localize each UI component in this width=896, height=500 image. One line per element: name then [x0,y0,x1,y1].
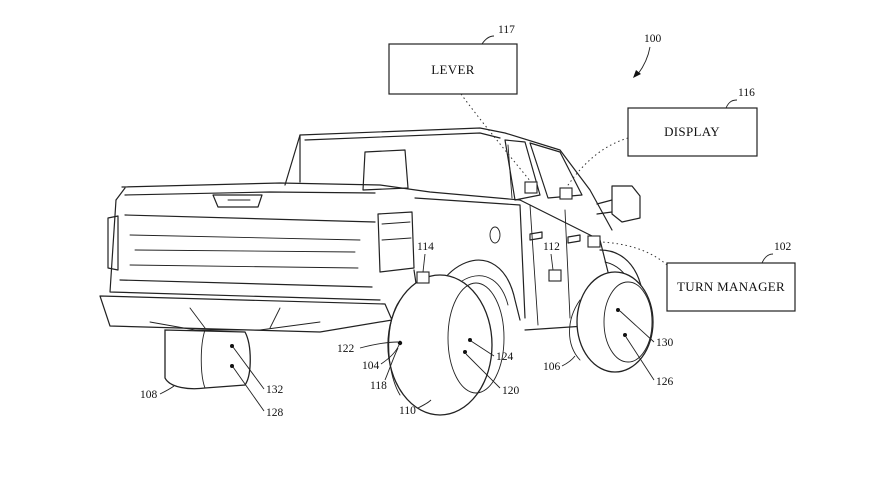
sensor-114 [416,271,430,284]
ref-118: 118 [370,380,387,392]
rear-left-wheel [164,329,251,390]
reference-numerals: 114 112 122 104 118 124 120 110 106 130 … [140,241,674,419]
sensor-dot-126 [623,333,627,337]
ref-110: 110 [399,405,416,417]
figure-reference: 100 [633,33,662,78]
ref-104: 104 [362,360,380,372]
ref-117: 117 [498,24,515,36]
sensor-dot-130 [616,308,620,312]
ref-124: 124 [496,351,514,363]
ref-106: 106 [543,361,561,373]
lever-label: LEVER [431,62,474,77]
lever-block: LEVER 117 [388,24,518,95]
ref-130: 130 [656,337,674,349]
sensor-dot-104 [397,340,403,346]
lever-sensor [524,181,538,194]
turn-manager-sensor [587,235,601,248]
ref-116: 116 [738,87,755,99]
ref-132: 132 [266,384,284,396]
sensor-112 [548,269,562,282]
front-right-wheel [576,271,654,373]
pickup-truck-illustration [99,127,654,416]
ref-112: 112 [543,241,560,253]
ref-122: 122 [337,343,355,355]
turn-manager-block: TURN MANAGER 102 [666,241,796,312]
ref-108: 108 [140,389,158,401]
lever-connection [460,93,532,183]
arrow-head [633,70,641,78]
display-sensor [559,187,573,200]
ref-114: 114 [417,241,434,253]
rear-right-wheel [387,274,493,416]
turn-manager-connection [599,241,668,266]
ref-100: 100 [644,33,662,45]
ref-128: 128 [266,407,284,419]
ref-126: 126 [656,376,674,388]
display-connection [565,137,629,189]
sensor-dot-120 [463,350,467,354]
ref-102: 102 [774,241,792,253]
ref-120: 120 [502,385,520,397]
display-label: DISPLAY [664,124,720,139]
display-block: DISPLAY 116 [627,87,758,157]
turn-manager-label: TURN MANAGER [677,279,785,294]
